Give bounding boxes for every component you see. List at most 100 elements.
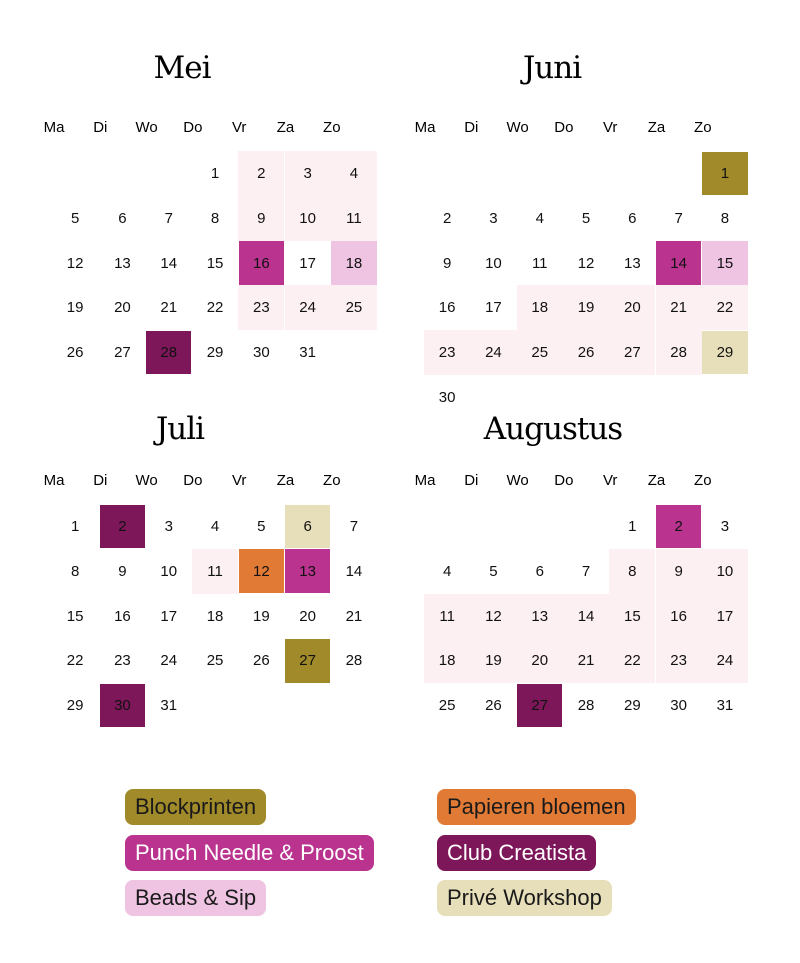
day-cell[interactable]: 11	[346, 209, 362, 227]
day-cell[interactable]: 5	[257, 518, 266, 535]
day-cell[interactable]: 4	[349, 165, 359, 182]
day-cell[interactable]: 15	[624, 607, 641, 625]
event-club-creatista[interactable]	[517, 683, 563, 728]
event-beads-sip[interactable]	[331, 241, 377, 285]
event-punch-needle[interactable]	[238, 241, 284, 285]
day-cell[interactable]: 7	[164, 209, 173, 227]
day-cell[interactable]: 10	[299, 209, 316, 227]
day-cell[interactable]: 3	[489, 209, 498, 227]
day-cell[interactable]: 30	[438, 389, 456, 406]
day-cell[interactable]: 24	[160, 652, 178, 670]
day-cell[interactable]: 3	[164, 518, 173, 535]
day-cell[interactable]: 24	[485, 344, 502, 362]
day-cell[interactable]: 8	[628, 562, 637, 580]
day-cell[interactable]: 5	[70, 209, 80, 227]
day-cell[interactable]: 26	[66, 344, 84, 362]
day-cell[interactable]: 17	[485, 299, 502, 317]
day-cell[interactable]: 23	[253, 299, 270, 317]
day-cell[interactable]: 18	[206, 607, 224, 625]
day-cell[interactable]: 19	[66, 299, 84, 317]
day-cell[interactable]: 22	[66, 652, 84, 670]
event-prive-workshop[interactable]	[702, 330, 748, 375]
day-cell[interactable]: 12	[485, 607, 502, 625]
day-cell[interactable]: 29	[716, 344, 734, 362]
day-cell[interactable]: 19	[253, 607, 270, 625]
day-cell[interactable]: 9	[442, 254, 452, 272]
day-cell[interactable]: 21	[160, 299, 178, 317]
day-cell[interactable]: 1	[210, 165, 220, 182]
day-cell[interactable]: 26	[485, 697, 502, 715]
day-cell[interactable]: 1	[70, 518, 80, 535]
day-cell[interactable]: 25	[531, 344, 549, 362]
event-punch-needle[interactable]	[656, 241, 702, 285]
day-cell[interactable]: 21	[577, 652, 595, 670]
day-cell[interactable]: 23	[670, 652, 687, 670]
day-cell[interactable]: 13	[531, 607, 549, 625]
day-cell[interactable]: 20	[624, 299, 641, 317]
day-cell[interactable]: 16	[253, 254, 270, 272]
day-cell[interactable]: 13	[624, 254, 641, 272]
day-cell[interactable]: 12	[253, 562, 270, 580]
day-cell[interactable]: 6	[303, 518, 312, 535]
day-cell[interactable]: 22	[624, 652, 641, 670]
day-cell[interactable]: 10	[716, 562, 734, 580]
event-club-creatista[interactable]	[146, 330, 192, 375]
day-cell[interactable]: 31	[716, 697, 734, 715]
day-cell[interactable]: 8	[720, 209, 730, 227]
day-cell[interactable]: 16	[114, 607, 131, 625]
event-club-creatista[interactable]	[99, 504, 146, 549]
day-cell[interactable]: 9	[674, 562, 683, 580]
day-cell[interactable]: 5	[581, 209, 591, 227]
day-cell[interactable]: 25	[345, 299, 363, 317]
day-cell[interactable]: 11	[531, 254, 548, 272]
day-cell[interactable]: 30	[114, 697, 131, 715]
day-cell[interactable]: 3	[720, 518, 730, 535]
day-cell[interactable]: 28	[345, 652, 363, 670]
day-cell[interactable]: 29	[66, 697, 84, 715]
day-cell[interactable]: 2	[442, 209, 452, 227]
day-cell[interactable]: 27	[531, 697, 549, 715]
day-cell[interactable]: 25	[206, 652, 224, 670]
day-cell[interactable]: 8	[210, 209, 220, 227]
day-cell[interactable]: 9	[118, 562, 127, 580]
event-prive-workshop[interactable]	[285, 504, 331, 549]
day-cell[interactable]: 5	[489, 562, 498, 580]
event-papieren-bloemen[interactable]	[238, 549, 284, 594]
day-cell[interactable]: 17	[160, 607, 178, 625]
event-punch-needle[interactable]	[285, 549, 331, 594]
day-cell[interactable]: 18	[531, 299, 549, 317]
event-blockprinten[interactable]	[285, 638, 331, 683]
day-cell[interactable]: 7	[674, 209, 683, 227]
day-cell[interactable]: 18	[438, 652, 456, 670]
day-cell[interactable]: 27	[114, 344, 131, 362]
day-cell[interactable]: 13	[299, 562, 316, 580]
day-cell[interactable]: 12	[577, 254, 595, 272]
day-cell[interactable]: 3	[303, 165, 312, 182]
day-cell[interactable]: 18	[345, 254, 363, 272]
day-cell[interactable]: 23	[114, 652, 131, 670]
day-cell[interactable]: 31	[299, 344, 316, 362]
day-cell[interactable]: 19	[577, 299, 595, 317]
event-club-creatista[interactable]	[99, 683, 146, 728]
event-beads-sip[interactable]	[702, 241, 748, 285]
day-cell[interactable]: 30	[253, 344, 270, 362]
day-cell[interactable]: 24	[716, 652, 734, 670]
day-cell[interactable]: 6	[535, 562, 544, 580]
day-cell[interactable]: 9	[257, 209, 266, 227]
day-cell[interactable]: 20	[531, 652, 549, 670]
day-cell[interactable]: 16	[438, 299, 456, 317]
day-cell[interactable]: 14	[345, 562, 363, 580]
day-cell[interactable]: 15	[66, 607, 84, 625]
day-cell[interactable]: 27	[624, 344, 641, 362]
day-cell[interactable]: 29	[206, 344, 224, 362]
day-cell[interactable]: 21	[670, 299, 687, 317]
day-cell[interactable]: 6	[628, 209, 637, 227]
day-cell[interactable]: 13	[114, 254, 131, 272]
day-cell[interactable]: 28	[577, 697, 595, 715]
day-cell[interactable]: 28	[160, 344, 178, 362]
day-cell[interactable]: 4	[442, 562, 452, 580]
day-cell[interactable]: 30	[670, 697, 687, 715]
day-cell[interactable]: 25	[438, 697, 456, 715]
day-cell[interactable]: 6	[118, 209, 127, 227]
day-cell[interactable]: 12	[66, 254, 84, 272]
